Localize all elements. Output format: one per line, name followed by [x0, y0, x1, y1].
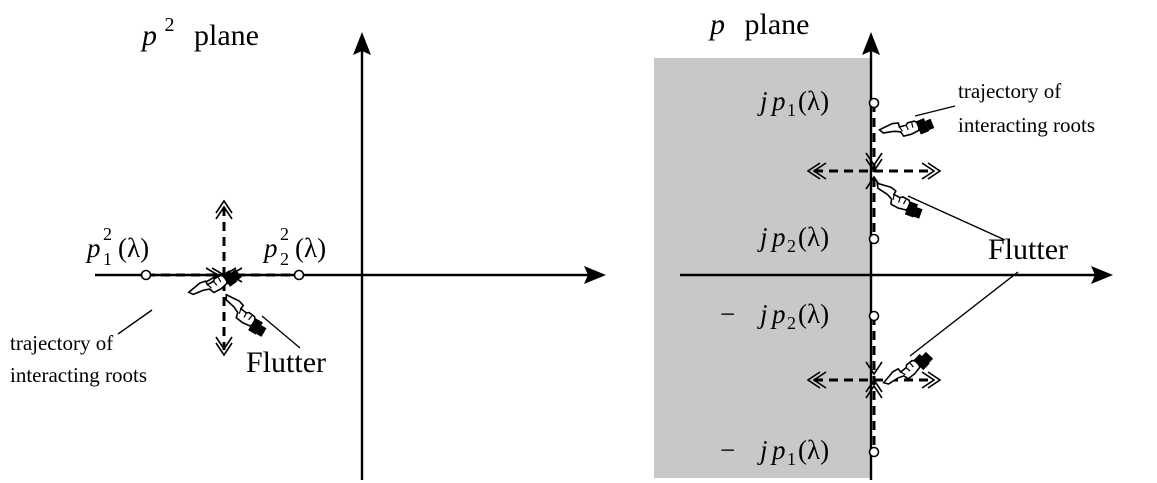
root2-sup: 2 — [280, 224, 289, 244]
left-plane-title: p 2 plane — [140, 5, 259, 52]
root1-sub: 1 — [103, 249, 112, 269]
right-root-label-2: j p 2 (λ) — [757, 222, 829, 258]
base: p — [770, 435, 786, 465]
arg: (λ) — [798, 222, 829, 252]
left-root-label-2: p 2 2 (λ) — [262, 216, 326, 271]
title-sup: 2 — [165, 14, 175, 36]
right-imag-axis-arrow — [862, 32, 880, 55]
right-lower-arrowheads — [806, 361, 942, 399]
left-imag-axis-arrow — [353, 32, 371, 55]
root1-arg: (λ) — [118, 233, 149, 263]
left-branch-arrowheads — [215, 199, 233, 357]
title-base: p — [708, 8, 725, 41]
left-root-marker-1 — [140, 269, 152, 281]
prefix: − — [720, 299, 735, 329]
root1-base: p — [85, 233, 101, 263]
note-line-1: trajectory of — [958, 79, 1061, 103]
left-flutter-leader — [261, 315, 301, 349]
right-root-label-4: − j p 1 (λ) — [720, 435, 829, 471]
base: p — [770, 86, 786, 116]
arg: (λ) — [798, 435, 829, 465]
right-root-label-3: − j p 2 (λ) — [720, 299, 829, 335]
note-line-2: interacting roots — [958, 113, 1095, 137]
right-root-marker-1 — [868, 97, 880, 109]
root2-sub: 2 — [280, 249, 289, 269]
sub: 2 — [787, 236, 796, 256]
right-real-axis-arrow — [1091, 266, 1113, 284]
right-root-marker-2 — [868, 233, 880, 245]
left-trajectory-note: trajectory of interacting roots — [10, 331, 147, 387]
prefix: − — [720, 435, 735, 465]
right-flutter-leader-upper — [907, 195, 1006, 241]
j: j — [757, 86, 768, 116]
j: j — [757, 222, 768, 252]
root2-base: p — [262, 233, 278, 263]
right-panel-p-plane: p plane — [654, 8, 1113, 480]
right-root-marker-4 — [868, 446, 880, 458]
title-base: p — [140, 19, 157, 52]
left-root-marker-2 — [293, 269, 305, 281]
right-flutter-leader-lower — [909, 271, 1019, 357]
base: p — [770, 222, 786, 252]
right-root-label-1-body: j p 1 (λ) — [757, 86, 829, 122]
base: p — [770, 299, 786, 329]
left-real-axis-arrow — [584, 266, 606, 284]
title-word: plane — [194, 19, 259, 52]
root1-sup: 2 — [103, 224, 112, 244]
sub: 2 — [787, 313, 796, 333]
arg: (λ) — [798, 299, 829, 329]
right-plane-title: p plane — [708, 8, 809, 41]
sub: 1 — [787, 100, 796, 120]
right-flutter-label: Flutter — [988, 233, 1068, 266]
stable-region-shading — [654, 58, 871, 478]
pointing-hand-icon — [877, 113, 936, 145]
left-panel-p2-plane: p 2 plane p 2 1 (λ) — [10, 5, 606, 480]
note-line-2: interacting roots — [10, 363, 147, 387]
root2-arg: (λ) — [295, 233, 326, 263]
sub: 1 — [787, 449, 796, 469]
j: j — [757, 435, 768, 465]
left-root-label-1: p 2 1 (λ) — [85, 216, 149, 271]
title-word: plane — [745, 8, 810, 41]
j: j — [757, 299, 768, 329]
right-root-marker-3 — [868, 310, 880, 322]
note-line-1: trajectory of — [10, 331, 113, 355]
right-trajectory-leader — [914, 105, 956, 117]
arg: (λ) — [798, 86, 829, 116]
left-flutter-label: Flutter — [246, 346, 326, 379]
pointing-hand-icon — [881, 346, 936, 395]
right-trajectory-note: trajectory of interacting roots — [958, 79, 1095, 137]
left-trajectory-leader — [117, 309, 153, 335]
